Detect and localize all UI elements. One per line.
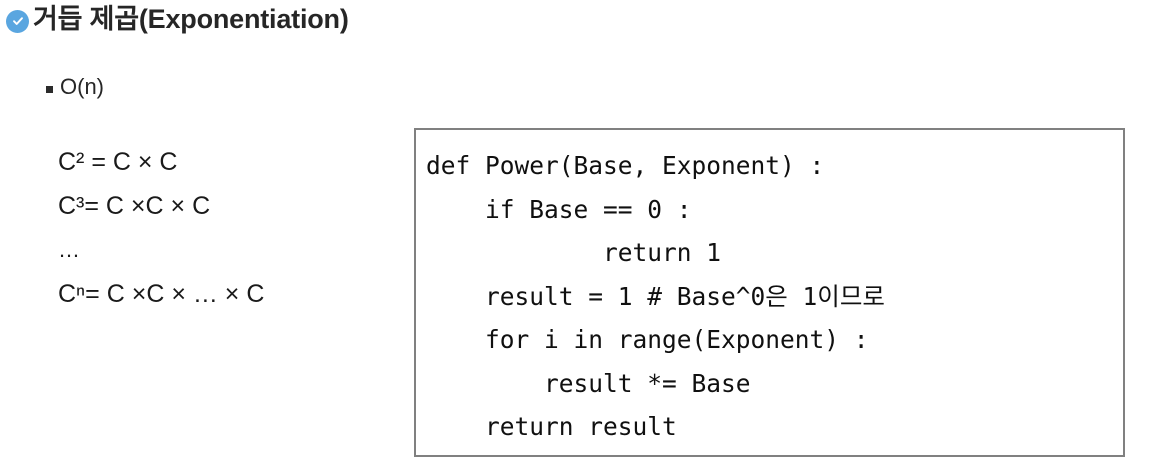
- math-line: C³= C ×C × C: [58, 191, 211, 220]
- page-title: 거듭 제곱(Exponentiation): [33, 4, 349, 34]
- code-block: def Power(Base, Exponent) : if Base == 0…: [414, 128, 1125, 457]
- code-block-text: def Power(Base, Exponent) : if Base == 0…: [426, 151, 885, 441]
- math-expression-list: C² = C × C C³= C ×C × C … Cⁿ= C ×C × … ×…: [58, 140, 388, 316]
- complexity-bullet: O(n): [46, 74, 104, 100]
- complexity-label: O(n): [60, 74, 104, 99]
- math-line-ellipsis: …: [58, 237, 80, 262]
- square-bullet-icon: [46, 86, 53, 93]
- math-line: C² = C × C: [58, 147, 178, 176]
- slide-title: 거듭 제곱(Exponentiation): [6, 4, 349, 35]
- math-line: Cⁿ= C ×C × … × C: [58, 279, 265, 308]
- check-circle-icon: [6, 9, 29, 33]
